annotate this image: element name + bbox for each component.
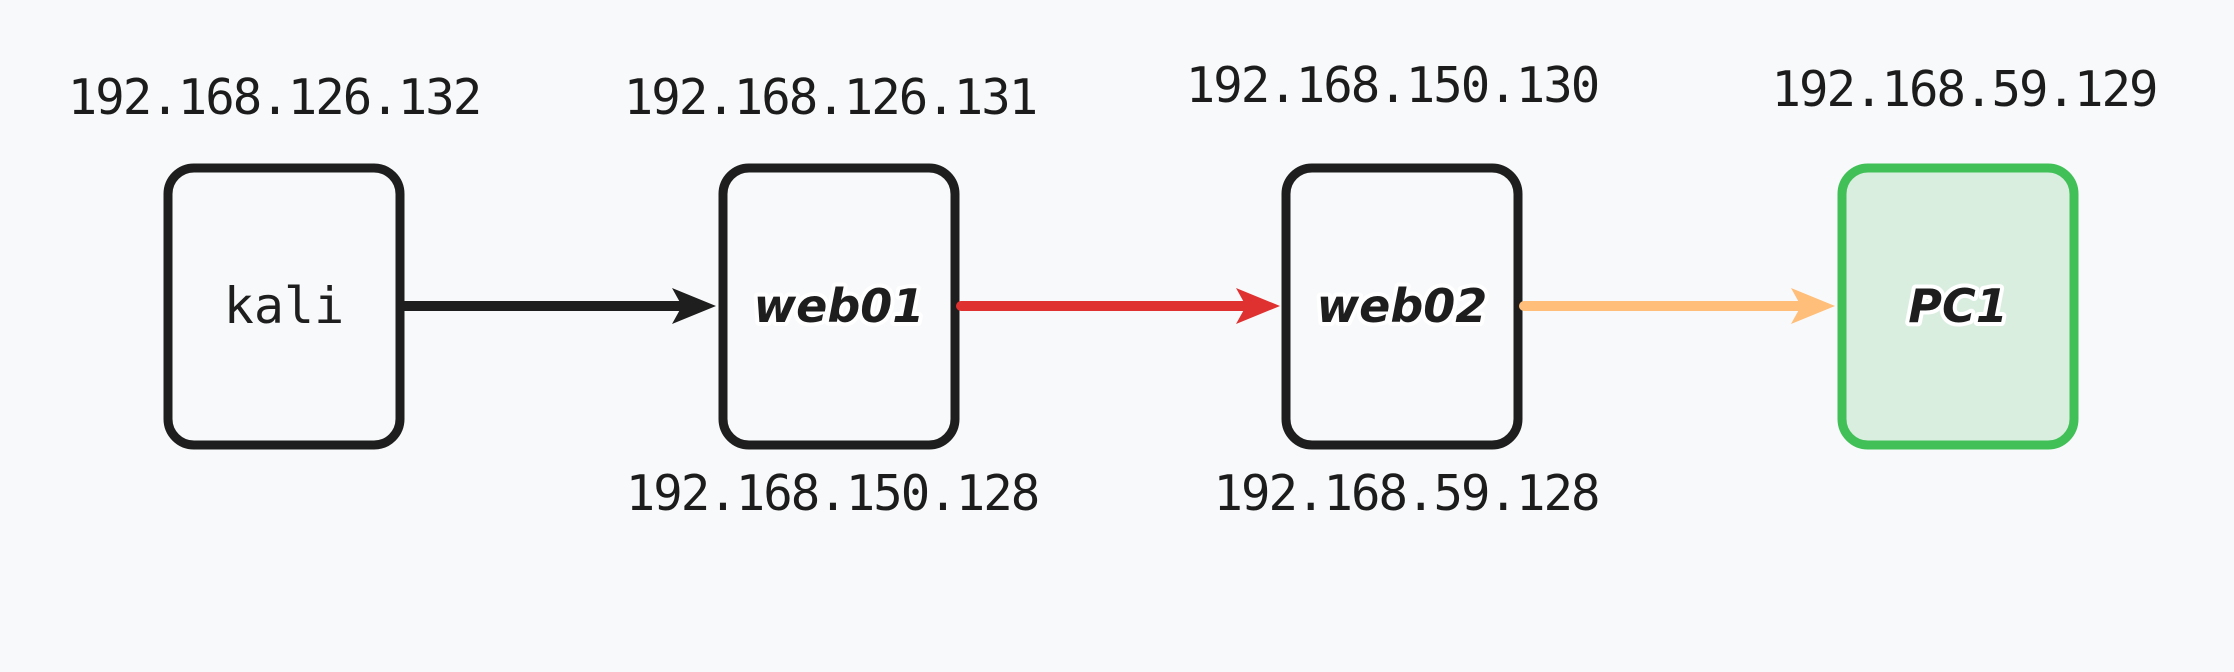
edge-web01-web02 [956,288,1280,324]
node-kali: 192.168.126.132 kali [68,69,482,450]
ip-label-pc1-top: 192.168.59.129 [1771,61,2156,118]
arrowhead-web02-pc1 [1791,288,1835,324]
node-box-web01 [718,163,960,450]
node-box-web02 [1281,163,1523,450]
arrowhead-web01-web02 [1236,288,1280,324]
ip-label-web02-bottom: 192.168.59.128 [1213,465,1598,522]
node-label-kali: kali [224,277,344,335]
edge-kali-web01 [399,288,716,324]
node-box-pc1 [1837,163,2079,450]
ip-label-web01-top: 192.168.126.131 [624,69,1037,126]
ip-label-kali-top: 192.168.126.132 [68,69,481,126]
ip-label-web02-top: 192.168.150.130 [1186,57,1599,114]
node-web01: 192.168.126.131 web01 192.168.150.128 [624,69,1041,522]
node-label-web01: web01 [754,279,925,333]
arrowhead-kali-web01 [672,288,716,324]
node-label-web02: web02 [1317,279,1488,333]
edge-web02-pc1 [1519,288,1835,324]
node-pc1: 192.168.59.129 PC1 [1771,61,2159,450]
node-web02: 192.168.150.130 web02 192.168.59.128 [1186,57,1601,522]
ip-label-web01-bottom: 192.168.150.128 [626,465,1039,522]
node-label-pc1: PC1 [1908,279,2007,333]
